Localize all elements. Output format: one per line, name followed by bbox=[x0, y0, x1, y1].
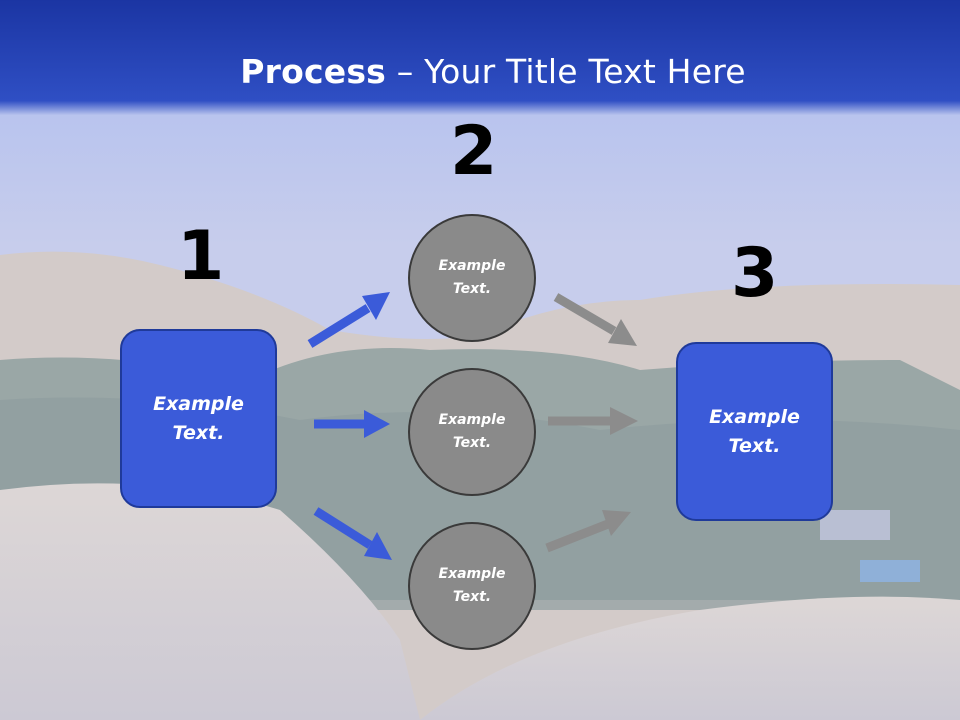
arrow-blue-up bbox=[307, 292, 390, 348]
title-bold: Process bbox=[240, 52, 387, 91]
arrow-gray-down bbox=[553, 293, 637, 346]
arrow-gray-up bbox=[545, 510, 631, 553]
right-box-line2: Text. bbox=[728, 434, 781, 457]
step-number-3: 3 bbox=[731, 234, 779, 313]
circle-bottom-line1: Example bbox=[438, 566, 506, 582]
arrow-blue-right bbox=[314, 410, 390, 438]
arrow-gray-right bbox=[548, 407, 638, 435]
arrow-blue-down bbox=[313, 507, 392, 560]
circle-middle-line1: Example bbox=[438, 412, 506, 428]
circle-middle-line2: Text. bbox=[452, 435, 492, 451]
title-rest: – Your Title Text Here bbox=[386, 52, 746, 91]
circle-bottom: Example Text. bbox=[408, 522, 536, 650]
step-number-2: 2 bbox=[450, 112, 498, 191]
left-box-line2: Text. bbox=[172, 421, 225, 444]
circle-middle: Example Text. bbox=[408, 368, 536, 496]
step-number-1: 1 bbox=[177, 217, 225, 296]
circle-top-line2: Text. bbox=[452, 281, 492, 297]
slide-title: Process – Your Title Text Here bbox=[0, 52, 960, 91]
circle-top: Example Text. bbox=[408, 214, 536, 342]
circle-bottom-line2: Text. bbox=[452, 589, 492, 605]
left-box: Example Text. bbox=[120, 329, 277, 508]
left-box-line1: Example bbox=[153, 392, 244, 415]
right-box: Example Text. bbox=[676, 342, 833, 521]
right-box-line1: Example bbox=[709, 405, 800, 428]
circle-top-line1: Example bbox=[438, 258, 506, 274]
